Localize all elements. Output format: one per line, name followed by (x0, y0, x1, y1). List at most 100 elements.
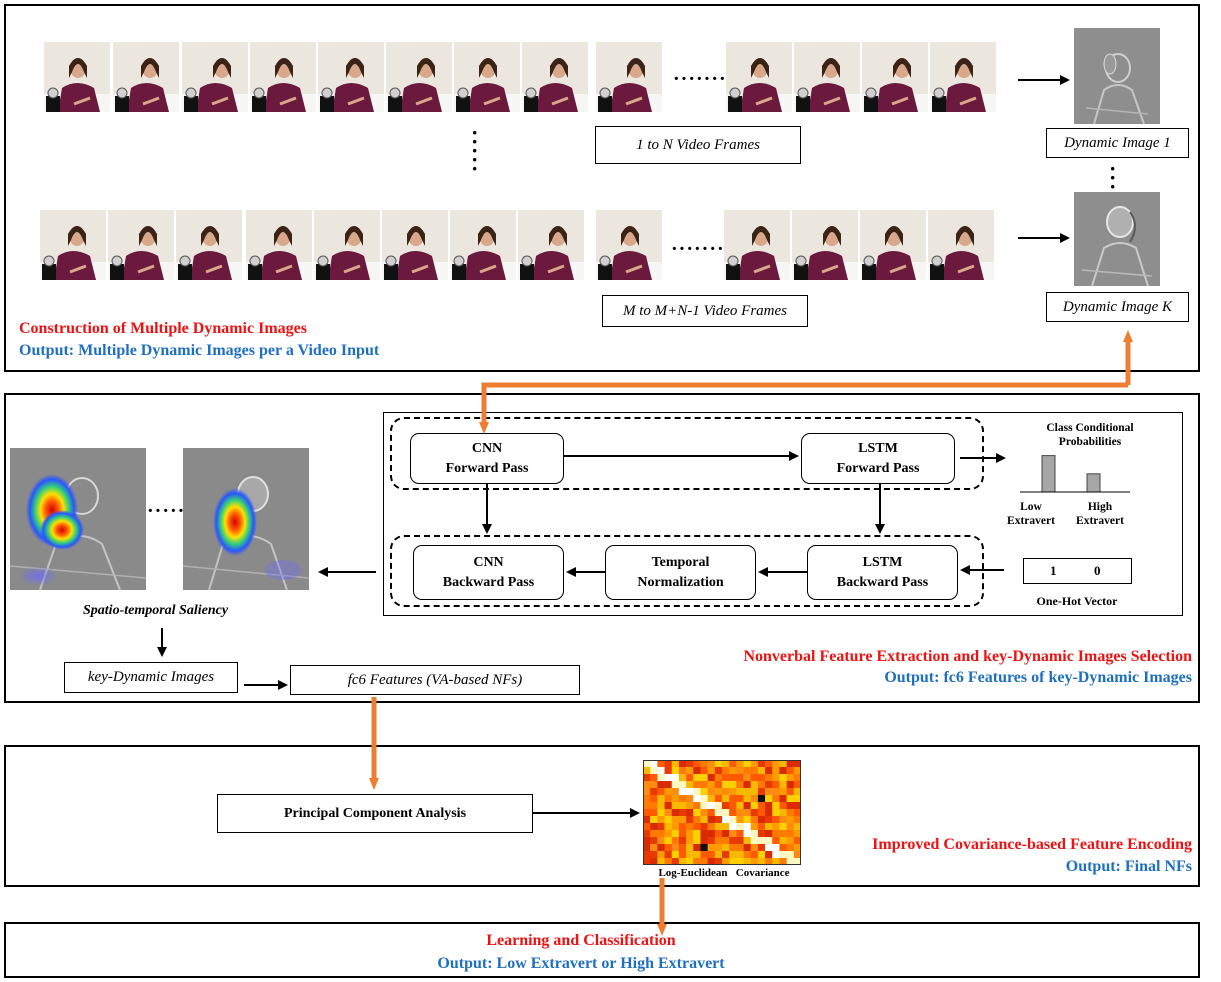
covariance-cell (664, 795, 673, 803)
lstm-backward-line1: LSTM (862, 554, 903, 570)
prob-bar-high (1086, 473, 1101, 493)
temporal-normalization: Temporal Normalization (605, 545, 756, 600)
covariance-cell (678, 823, 687, 831)
video-frame-figure (794, 42, 860, 112)
covariance-cell (757, 774, 766, 782)
covariance-cell (678, 802, 687, 810)
temporal-norm-line1: Temporal (651, 554, 710, 570)
covariance-cell (693, 823, 701, 831)
covariance-cell (693, 844, 701, 852)
covariance-cell (686, 795, 694, 803)
covariance-cell (678, 774, 687, 782)
covariance-cell (729, 809, 737, 817)
covariance-cell (786, 809, 795, 817)
video-frame-figure (518, 210, 584, 280)
covariance-cell (714, 823, 723, 831)
covariance-cell (743, 837, 752, 845)
covariance-cell (729, 760, 737, 768)
saliency-map-1-heat (10, 474, 146, 590)
video-frame (596, 210, 662, 280)
covariance-cell (650, 858, 658, 865)
covariance-cell (671, 837, 680, 845)
covariance-cell (757, 795, 766, 803)
bar-label-high-line1: High (1087, 501, 1113, 513)
covariance-cell (650, 837, 658, 845)
covariance-cell (757, 781, 766, 789)
covariance-cell (793, 851, 801, 859)
covariance-cell (714, 767, 723, 775)
video-frame (40, 210, 106, 280)
panel4-title: Learning and Classification (486, 932, 676, 949)
covariance-cell (722, 795, 730, 803)
pca-box: Principal Component Analysis (217, 794, 533, 833)
video-frame-figure (182, 42, 248, 112)
covariance-cell (743, 781, 752, 789)
covariance-cell (793, 774, 801, 782)
covariance-cell (793, 858, 801, 865)
cnn-backward-pass: CNN Backward Pass (413, 545, 564, 600)
covariance-cell (786, 788, 795, 796)
covariance-cell (736, 788, 744, 796)
class-prob-title: Class Conditional Probabilities (1010, 421, 1170, 449)
covariance-cell (743, 809, 752, 817)
covariance-cell (736, 830, 744, 838)
video-frame-figure (596, 210, 662, 280)
covariance-cell (650, 851, 658, 859)
covariance-cell (693, 816, 701, 824)
covariance-cell (650, 781, 658, 789)
covariance-cell (743, 851, 752, 859)
covariance-cell (664, 823, 673, 831)
video-frame-figure (386, 42, 452, 112)
covariance-cell (743, 774, 752, 782)
covariance-cell (707, 760, 716, 768)
video-frame (726, 42, 792, 112)
video-frame (928, 210, 994, 280)
covariance-cell (671, 816, 680, 824)
covariance-cell (693, 858, 701, 865)
covariance-cell (750, 788, 759, 796)
covariance-cell (678, 788, 687, 796)
covariance-cell (743, 816, 752, 824)
covariance-cell (786, 760, 795, 768)
covariance-cell (700, 851, 708, 859)
video-frame (382, 210, 448, 280)
covariance-cell (729, 830, 737, 838)
covariance-cell (686, 858, 694, 865)
covariance-cell (722, 844, 730, 852)
covariance-cell (643, 781, 651, 789)
covariance-cell (700, 816, 708, 824)
covariance-cell (772, 767, 780, 775)
covariance-cell (793, 795, 801, 803)
covariance-cell (686, 788, 694, 796)
video-frame (44, 42, 110, 112)
covariance-cell (729, 781, 737, 789)
video-frame (108, 210, 174, 280)
covariance-cell (643, 788, 651, 796)
covariance-cell (643, 774, 651, 782)
covariance-cell (722, 774, 730, 782)
video-frame-figure (314, 210, 380, 280)
covariance-cell (664, 760, 673, 768)
covariance-cell (686, 823, 694, 831)
covariance-cell (678, 858, 687, 865)
video-frame (318, 42, 384, 112)
covariance-cell (678, 830, 687, 838)
covariance-cell (693, 767, 701, 775)
covariance-cell (765, 774, 773, 782)
covariance-cell (729, 844, 737, 852)
covariance-cell (693, 774, 701, 782)
covariance-cell (671, 781, 680, 789)
covariance-cell (722, 767, 730, 775)
covariance-cell (643, 795, 651, 803)
covariance-cell (765, 858, 773, 865)
covariance-cell (729, 816, 737, 824)
covariance-cell (700, 844, 708, 852)
video-frame-figure (454, 42, 520, 112)
covariance-cell (779, 844, 787, 852)
covariance-cell (643, 816, 651, 824)
covariance-cell (772, 795, 780, 803)
covariance-cell (729, 767, 737, 775)
covariance-cell (793, 837, 801, 845)
covariance-cell (736, 844, 744, 852)
covariance-cell (786, 830, 795, 838)
